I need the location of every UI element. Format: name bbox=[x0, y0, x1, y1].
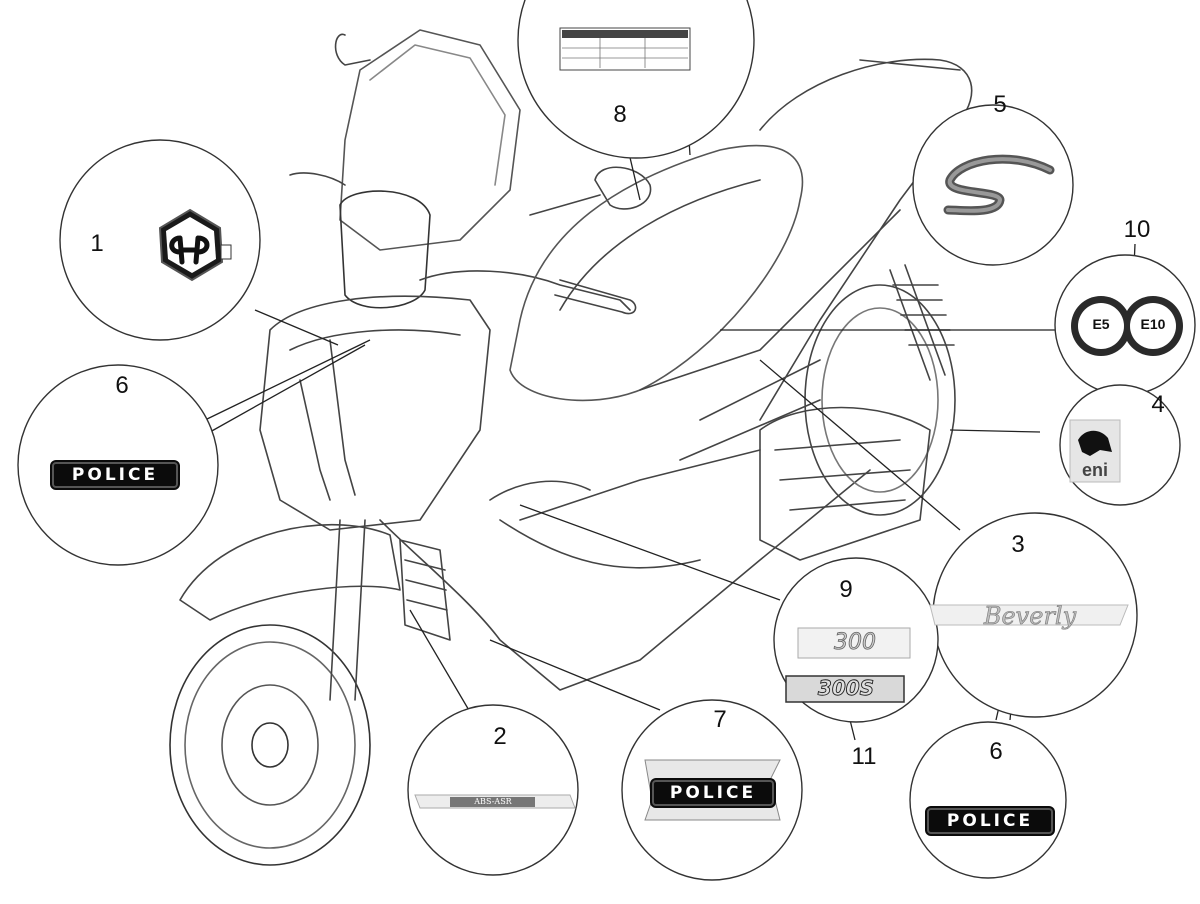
callout-6-right: 6 bbox=[989, 738, 1003, 765]
abs-asr-label: ABS-ASR bbox=[474, 797, 512, 806]
callout-6-left: 6 bbox=[115, 372, 129, 399]
label-300: 300 bbox=[834, 630, 877, 656]
callout-11: 11 bbox=[851, 743, 877, 770]
callout-1: 1 bbox=[90, 230, 104, 257]
police-badge-right: POLICE bbox=[927, 808, 1053, 834]
callout-3: 3 bbox=[1011, 531, 1025, 558]
label-300s: 300S bbox=[817, 676, 875, 701]
e10-label: E10 bbox=[1140, 316, 1166, 332]
callout-9: 9 bbox=[839, 576, 853, 603]
fuel-e5-e10-decal bbox=[1071, 296, 1183, 356]
callout-7: 7 bbox=[713, 706, 727, 733]
piaggio-logo-badge bbox=[158, 208, 232, 282]
beverly-label: Beverly bbox=[983, 602, 1077, 631]
e5-label: E5 bbox=[1092, 316, 1110, 332]
callout-8: 8 bbox=[613, 101, 627, 128]
police-badge-left: POLICE bbox=[52, 462, 178, 488]
callout-2: 2 bbox=[493, 723, 507, 750]
eni-label: eni bbox=[1081, 460, 1108, 480]
tyre-pressure-label bbox=[559, 27, 691, 71]
displacement-decals bbox=[785, 627, 911, 703]
police-badge-front: POLICE bbox=[652, 780, 774, 806]
callout-10: 10 bbox=[1123, 216, 1151, 243]
callout-5: 5 bbox=[993, 91, 1007, 118]
s-logo-decal bbox=[943, 154, 1055, 216]
eni-decal bbox=[1069, 419, 1121, 483]
callout-4: 4 bbox=[1151, 391, 1165, 418]
beverly-script-decal bbox=[929, 604, 1129, 626]
abs-asr-decal bbox=[414, 794, 576, 809]
